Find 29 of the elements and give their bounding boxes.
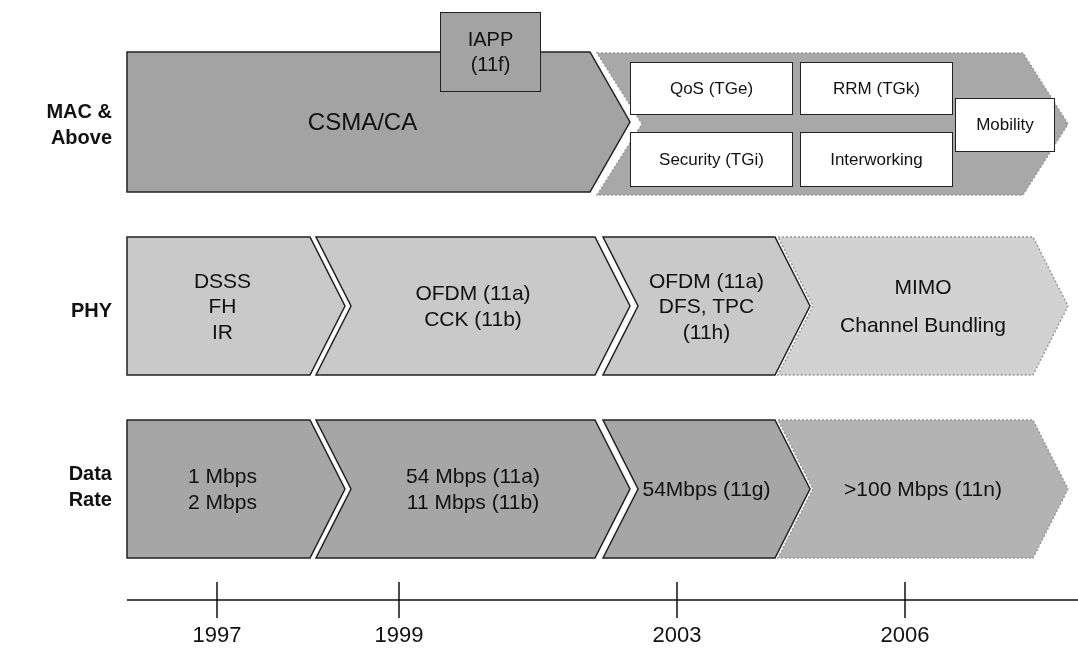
phase-text: 2 Mbps bbox=[188, 489, 257, 515]
year-label: 2003 bbox=[651, 622, 703, 648]
phase-text: Channel Bundling bbox=[840, 312, 1006, 338]
feature-box: QoS (TGe) bbox=[630, 62, 793, 115]
phase-text: OFDM (11a) bbox=[415, 280, 531, 306]
row-label: MAC & Above bbox=[45, 99, 112, 150]
phase-text: DFS, TPC (11h) bbox=[657, 293, 756, 345]
phase-text: CSMA/CA bbox=[307, 107, 418, 137]
phase-text: IR bbox=[212, 318, 233, 345]
feature-box: Interworking bbox=[800, 132, 953, 187]
feature-box: Mobility bbox=[955, 98, 1055, 152]
phase-text: FH bbox=[208, 293, 237, 319]
phase-text: OFDM (11a) bbox=[648, 267, 765, 294]
feature-box: RRM (TGk) bbox=[800, 62, 953, 115]
year-label: 1999 bbox=[373, 622, 425, 648]
year-label: 2006 bbox=[879, 622, 931, 648]
phase-text: 54Mbps (11g) bbox=[642, 476, 771, 502]
phase-text: DSSS bbox=[193, 267, 252, 294]
phase-text: 11 Mbps (11b) bbox=[406, 489, 540, 515]
phase-text: 1 Mbps bbox=[188, 463, 257, 489]
row-label: PHY bbox=[69, 298, 112, 323]
feature-box: Security (TGi) bbox=[630, 132, 793, 187]
year-label: 1997 bbox=[191, 622, 243, 648]
feature-box: IAPP (11f) bbox=[440, 12, 541, 92]
phase-text: 54 Mbps (11a) bbox=[406, 463, 540, 489]
phase-text: >100 Mbps (11n) bbox=[844, 476, 1002, 502]
phase-text: MIMO bbox=[894, 274, 952, 300]
row-label: Data Rate bbox=[67, 461, 112, 512]
phase-text: CCK (11b) bbox=[424, 306, 522, 332]
